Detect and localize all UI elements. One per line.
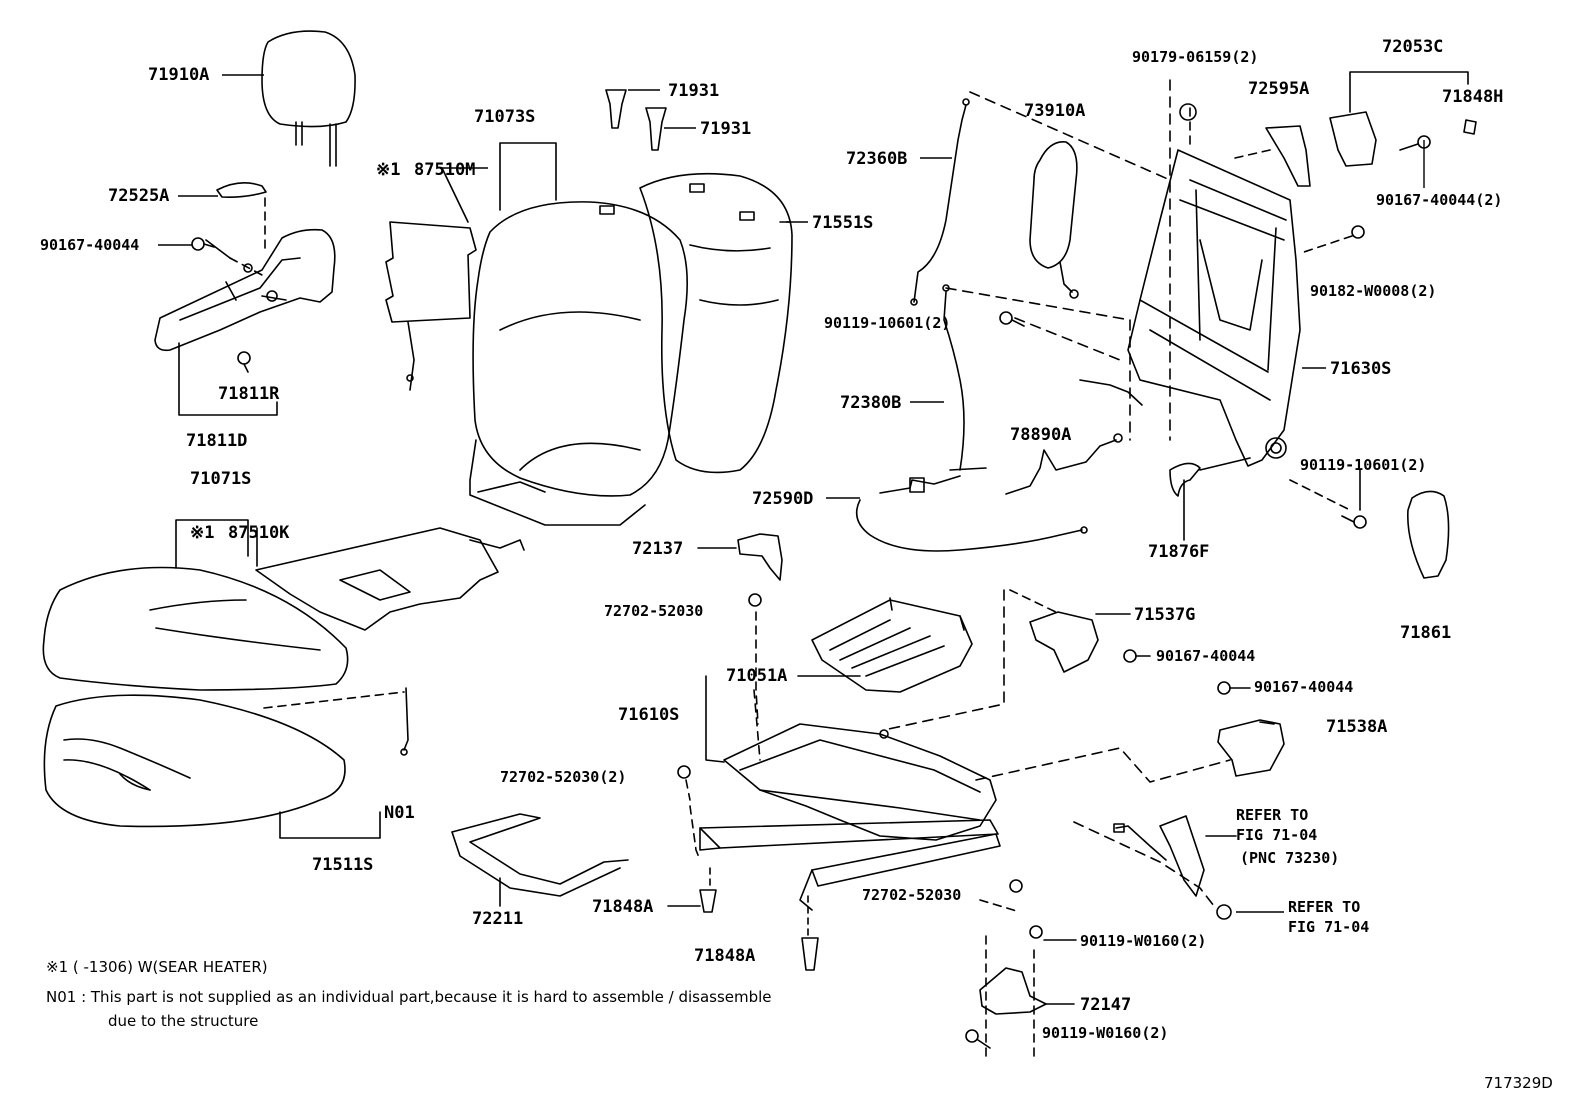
label-71848a-upper: 71848A bbox=[592, 897, 653, 917]
label-71848h: 71848H bbox=[1442, 87, 1503, 107]
part-71861-drawing bbox=[1407, 490, 1450, 579]
label-90167-40044-right: 90167-40044 bbox=[1254, 678, 1353, 696]
label-71610s: 71610S bbox=[618, 705, 679, 725]
figure-code: 717329D bbox=[1484, 1074, 1553, 1092]
cushion-heater-drawing bbox=[255, 527, 525, 631]
label-71811d: 71811D bbox=[186, 431, 247, 451]
refer-1-line-1: REFER TO bbox=[1236, 806, 1308, 824]
label-71511s: 71511S bbox=[312, 855, 373, 875]
refer-2-line-1: REFER TO bbox=[1288, 898, 1360, 916]
label-72137: 72137 bbox=[632, 539, 683, 559]
side-shield-drawing bbox=[154, 228, 336, 373]
n01-note-line-2: due to the structure bbox=[108, 1012, 259, 1030]
label-72525a: 72525A bbox=[108, 186, 169, 206]
bolt-71848a-drawing bbox=[699, 889, 819, 971]
seatback-cover-drawing bbox=[469, 201, 688, 526]
label-71848a-lower: 71848A bbox=[694, 946, 755, 966]
refer-1-line-3: (PNC 73230) bbox=[1240, 849, 1339, 867]
label-87510k-mark: ※1 bbox=[190, 523, 214, 543]
leader-lines bbox=[158, 74, 1425, 499]
seatback-heater-drawing bbox=[385, 221, 477, 391]
seat-heater-note: ※1 ( -1306) W(SEAR HEATER) bbox=[46, 958, 268, 976]
cable-72380b-drawing bbox=[942, 284, 987, 471]
refer-2-line-2: FIG 71-04 bbox=[1288, 918, 1369, 936]
label-72595a: 72595A bbox=[1248, 79, 1309, 99]
label-71931-top: 71931 bbox=[668, 81, 719, 101]
seat-spring-drawing bbox=[811, 597, 973, 693]
cable-72590d-drawing bbox=[855, 475, 1088, 552]
part-72595a-drawing bbox=[1265, 125, 1311, 187]
harness-78890a-drawing bbox=[1005, 433, 1123, 495]
wire-72211-drawing bbox=[451, 813, 629, 897]
bracket-71811d bbox=[178, 342, 278, 416]
label-71551s: 71551S bbox=[812, 213, 873, 233]
part-72525a-drawing bbox=[216, 182, 267, 198]
seatback-pad-drawing bbox=[639, 172, 793, 474]
label-90119-10601-lower: 90119-10601(2) bbox=[1300, 456, 1426, 474]
label-71537g: 71537G bbox=[1134, 605, 1195, 625]
part-labels: 71910A 72525A 90167-40044 71811R 71811D … bbox=[40, 37, 1503, 1042]
refer-1-line-2: FIG 71-04 bbox=[1236, 826, 1317, 844]
label-71071s: 71071S bbox=[190, 469, 251, 489]
label-72702-52030-2: 72702-52030(2) bbox=[500, 768, 626, 786]
cable-72360b-drawing bbox=[910, 98, 970, 306]
label-71861: 71861 bbox=[1400, 623, 1451, 643]
clip-71931-drawing bbox=[605, 89, 667, 151]
seatbelt-buckle-drawing bbox=[1113, 815, 1205, 897]
cushion-cover-drawing bbox=[42, 566, 349, 691]
bracket-72137-drawing bbox=[737, 533, 783, 581]
part-71876f-drawing bbox=[1169, 462, 1201, 497]
screw-90119-10601-drawing bbox=[999, 311, 1367, 529]
label-71910a: 71910A bbox=[148, 65, 209, 85]
side-airbag-drawing bbox=[1029, 141, 1079, 299]
label-90119-w0160-upper: 90119-W0160(2) bbox=[1080, 932, 1206, 950]
seat-frame-drawing bbox=[699, 723, 1001, 911]
label-90182-w0008: 90182-W0008(2) bbox=[1310, 282, 1436, 300]
part-72053c-drawing bbox=[1329, 111, 1377, 167]
label-71931-bottom: 71931 bbox=[700, 119, 751, 139]
label-72360b: 72360B bbox=[846, 149, 907, 169]
bracket-71537g-drawing bbox=[1029, 611, 1099, 673]
label-71051a: 71051A bbox=[726, 666, 787, 686]
label-72590d: 72590D bbox=[752, 489, 813, 509]
label-72702-52030-upper: 72702-52030 bbox=[604, 602, 703, 620]
label-90119-w0160-lower: 90119-W0160(2) bbox=[1042, 1024, 1168, 1042]
part-71848h-drawing bbox=[1463, 119, 1477, 135]
label-71811r: 71811R bbox=[218, 384, 280, 404]
label-72380b: 72380B bbox=[840, 393, 901, 413]
label-90167-40044-mid: 90167-40044 bbox=[1156, 647, 1255, 665]
label-71876f: 71876F bbox=[1148, 542, 1209, 562]
label-90179-06159: 90179-06159(2) bbox=[1132, 48, 1258, 66]
label-72147: 72147 bbox=[1080, 995, 1131, 1015]
bracket-72147-drawing bbox=[979, 967, 1047, 1015]
n01-note-line-1: N01 : This part is not supplied as an in… bbox=[46, 988, 772, 1006]
seatback-frame-drawing bbox=[1079, 149, 1301, 467]
label-72053c: 72053C bbox=[1382, 37, 1443, 57]
label-87510m-mark: ※1 bbox=[376, 160, 400, 180]
label-72211: 72211 bbox=[472, 909, 523, 929]
cushion-pad-drawing bbox=[43, 694, 346, 828]
label-71073s: 71073S bbox=[474, 107, 535, 127]
label-78890a: 78890A bbox=[1010, 425, 1071, 445]
label-87510k: 87510K bbox=[228, 523, 290, 543]
label-90167-40044-2: 90167-40044(2) bbox=[1376, 191, 1502, 209]
label-72702-52030-lower: 72702-52030 bbox=[862, 886, 961, 904]
label-71538a: 71538A bbox=[1326, 717, 1387, 737]
label-73910a: 73910A bbox=[1024, 101, 1085, 121]
label-87510m: 87510M bbox=[414, 160, 475, 180]
label-n01: N01 bbox=[384, 803, 415, 823]
label-71630s: 71630S bbox=[1330, 359, 1391, 379]
label-90119-10601-upper: 90119-10601(2) bbox=[824, 314, 950, 332]
headrest-drawing bbox=[261, 30, 356, 167]
label-90167-40044-left: 90167-40044 bbox=[40, 236, 139, 254]
bracket-71538a-drawing bbox=[1217, 719, 1285, 777]
